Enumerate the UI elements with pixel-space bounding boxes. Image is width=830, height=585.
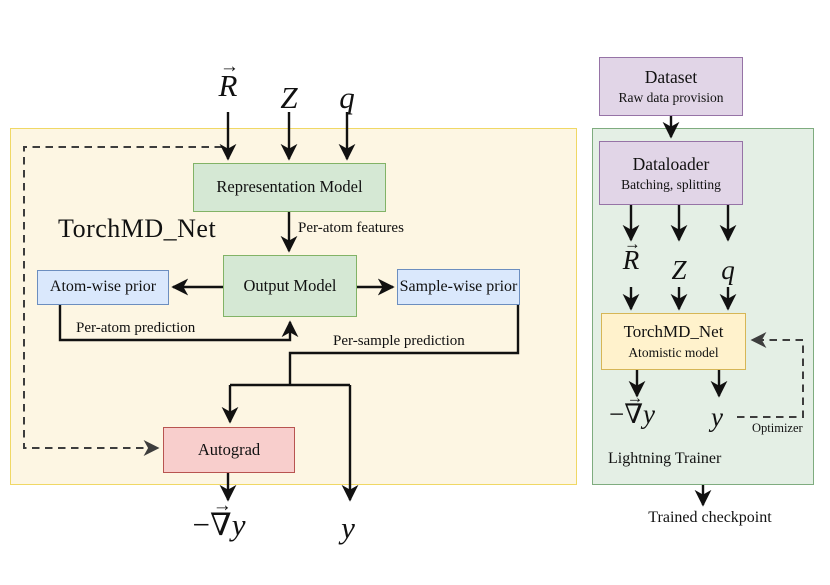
autograd-label: Autograd: [197, 439, 261, 459]
per-atom-prediction-connector: [58, 305, 299, 342]
vector-arrow-icon: →: [219, 56, 240, 78]
trainer-input-R-label: →R: [622, 233, 641, 275]
per-atom-prediction-label: Per-atom prediction: [76, 320, 196, 336]
torchmdnet-model-box: TorchMD_Net Atomistic model: [601, 313, 746, 370]
y-output-label: y: [341, 510, 355, 545]
trained-checkpoint-label: Trained checkpoint: [648, 509, 772, 526]
autograd-box: Autograd: [163, 427, 295, 473]
trainer-neg-grad-label: −→∇y: [608, 387, 656, 429]
dataset-box: Dataset Raw data provision: [599, 57, 743, 116]
dataloader-title: Dataloader: [632, 153, 710, 174]
vector-arrow-icon: →: [212, 495, 232, 517]
representation-model-box: Representation Model: [193, 163, 386, 212]
torchmdnet-model-title: TorchMD_Net: [623, 322, 724, 342]
dataloader-box: Dataloader Batching, splitting: [599, 141, 743, 205]
trainer-input-Z-label: Z: [671, 255, 687, 285]
atom-wise-prior-label: Atom-wise prior: [49, 278, 157, 296]
dashed-optimizer-feedback-connector: [737, 332, 804, 418]
input-q-label: q: [339, 80, 355, 115]
vector-arrow-icon: →: [623, 233, 641, 253]
per-sample-prediction-label: Per-sample prediction: [333, 333, 465, 349]
left-panel-title: TorchMD_Net: [58, 214, 217, 243]
optimizer-label: Optimizer: [752, 421, 803, 435]
atom-wise-prior-box: Atom-wise prior: [37, 270, 169, 305]
neg-grad-output-label: −→∇y: [192, 495, 246, 542]
representation-model-label: Representation Model: [216, 177, 363, 197]
input-R-label: →R: [218, 56, 240, 103]
dataset-subtitle: Raw data provision: [618, 90, 724, 106]
per-atom-features-label: Per-atom features: [298, 220, 404, 236]
dashed-input-to-autograd-connector: [23, 146, 222, 456]
input-Z-label: Z: [280, 80, 298, 115]
output-model-label: Output Model: [243, 275, 337, 295]
trainer-y-label: y: [711, 402, 723, 432]
trainer-input-q-label: q: [721, 255, 735, 285]
per-sample-prediction-connector: [288, 305, 520, 385]
dataset-title: Dataset: [644, 67, 698, 88]
vector-arrow-icon: →: [626, 387, 644, 407]
output-model-box: Output Model: [223, 255, 357, 317]
torchmdnet-model-subtitle: Atomistic model: [628, 345, 719, 361]
dataloader-subtitle: Batching, splitting: [621, 176, 721, 192]
sample-wise-prior-box: Sample-wise prior: [397, 269, 520, 305]
sample-wise-prior-label: Sample-wise prior: [399, 277, 518, 295]
right-panel-title: Lightning Trainer: [608, 450, 722, 467]
